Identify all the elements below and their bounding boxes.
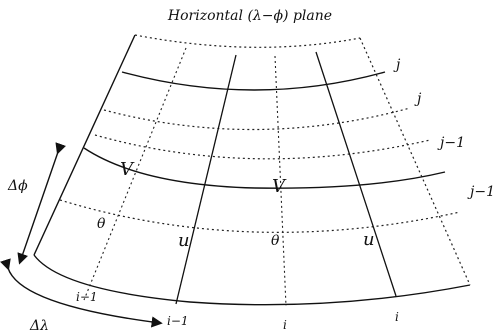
row-label-jm1-fourth: j−1 (467, 184, 495, 200)
row-arc-v-solid (83, 147, 446, 189)
cell-label-theta-left: θ (97, 216, 106, 232)
row-arc-top-dotted (134, 34, 361, 48)
col-label-i-minus-1-right: i−1 (167, 314, 189, 328)
left-edge (33, 34, 136, 256)
cell-label-theta-center: θ (271, 233, 280, 249)
cell-label-v-left: V (120, 159, 135, 180)
cell-label-u-left: u (178, 230, 190, 251)
meridian-i-solid (315, 51, 397, 297)
delta-phi-label: Δϕ (7, 178, 28, 194)
col-label-i-minus-1-left: i−1 (76, 290, 98, 304)
col-label-i-right: i (395, 310, 399, 324)
cell-label-u-right: u (363, 229, 375, 250)
meridian-i-dotted (274, 55, 287, 307)
meridian-i-minus-1-dotted (83, 47, 187, 301)
diagram-title: Horizontal (λ−ϕ) plane (167, 8, 332, 24)
row-arc-j-dotted (103, 107, 411, 131)
row-label-j-second: j (414, 91, 422, 107)
row-arc-j-solid (121, 71, 386, 91)
delta-lambda-arrow (0, 258, 163, 328)
col-label-i-mid: i (283, 318, 287, 332)
cell-label-v-center: V (272, 176, 287, 197)
meridian-i-minus-1-solid (175, 54, 237, 305)
right-edge-dotted (359, 37, 471, 286)
row-arc-theta-dotted (59, 199, 461, 233)
row-arc-jm1-dotted-upper (94, 134, 431, 160)
delta-phi-arrow (17, 142, 67, 265)
row-label-j-top: j (393, 57, 401, 73)
delta-lambda-label: Δλ (29, 318, 49, 333)
row-label-jm1-third: j−1 (437, 135, 465, 151)
